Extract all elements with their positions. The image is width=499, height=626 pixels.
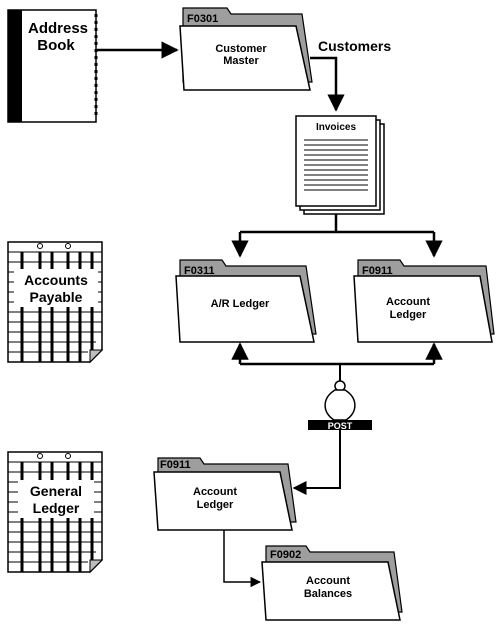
- accounts-payable-label-line2: Payable: [30, 289, 83, 305]
- arrow-post-merge: [231, 342, 443, 382]
- customers-label: Customers: [318, 38, 391, 54]
- account-ledger-bottom-code: F0911: [160, 459, 191, 471]
- accounts-payable-sheet: Accounts Payable: [7, 241, 104, 364]
- general-ledger-label-line2: Ledger: [33, 500, 80, 516]
- account-balances-label-line1: Account: [306, 575, 350, 587]
- arrow-invoices-split: [231, 214, 443, 258]
- account-balances-code: F0902: [270, 549, 301, 561]
- arrow-ledger-to-balances: [223, 530, 262, 588]
- ar-ledger-code: F0311: [184, 265, 215, 277]
- account-ledger-bottom-label-line1: Account: [193, 486, 237, 498]
- account-balances-label-line2: Balances: [304, 588, 352, 600]
- address-book-node: Address Book: [7, 9, 98, 123]
- ar-ledger-folder: F0311 A/R Ledger: [175, 259, 317, 343]
- accounts-payable-label-line1: Accounts: [24, 272, 88, 288]
- arrow-customer-to-invoices: [310, 56, 345, 112]
- account-ledger-top-label-line2: Ledger: [390, 309, 427, 321]
- general-ledger-label-line1: General: [30, 483, 82, 499]
- account-ledger-bottom-folder: F0911 Account Ledger: [153, 457, 297, 531]
- account-ledger-bottom-label-line2: Ledger: [197, 499, 234, 511]
- account-ledger-top-code: F0911: [362, 265, 393, 277]
- post-label: POST: [328, 421, 353, 431]
- account-ledger-top-label-line1: Account: [386, 296, 430, 308]
- ar-ledger-label: A/R Ledger: [211, 298, 270, 310]
- invoices-label: Invoices: [316, 122, 356, 133]
- customer-master-label-line2: Master: [223, 55, 259, 67]
- address-book-label-line1: Address: [28, 20, 88, 37]
- account-ledger-top-folder: F0911 Account Ledger: [353, 259, 495, 343]
- customer-master-code: F0301: [187, 13, 218, 25]
- general-ledger-sheet: General Ledger: [7, 451, 104, 574]
- invoices-stack: Invoices: [295, 115, 385, 215]
- account-balances-folder: F0902 Account Balances: [261, 545, 403, 621]
- arrow-post-to-account-ledger: [292, 430, 341, 495]
- customer-master-label-line1: Customer: [215, 43, 267, 55]
- customer-master-folder: F0301 Customer Master: [179, 7, 313, 91]
- address-book-label-line2: Book: [37, 37, 75, 54]
- post-clip-icon: POST: [308, 380, 372, 431]
